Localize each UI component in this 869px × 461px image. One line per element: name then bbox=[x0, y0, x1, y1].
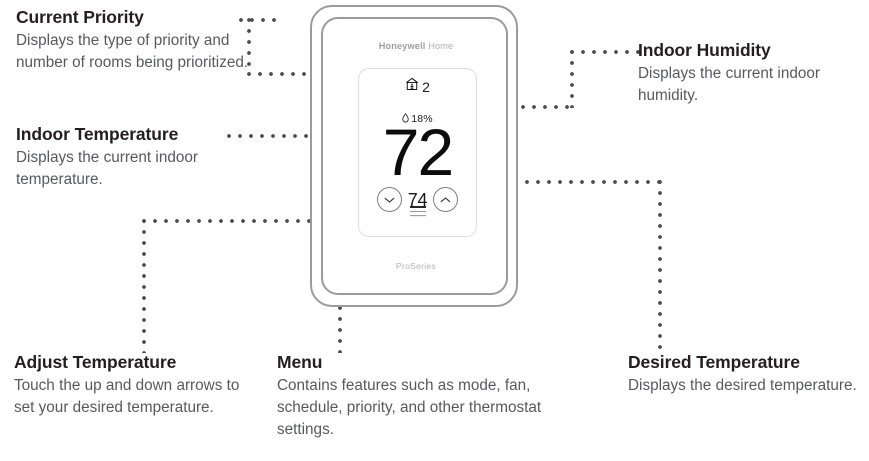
water-droplet-icon bbox=[402, 110, 409, 128]
increase-temperature-button[interactable] bbox=[433, 187, 459, 212]
callout-adjust-temperature-body: Touch the up and down arrows to set your… bbox=[14, 377, 240, 416]
leader-line-desired-temperature-v bbox=[658, 180, 662, 352]
callout-indoor-temperature: Indoor Temperature Displays the current … bbox=[16, 124, 266, 191]
indoor-temperature-value: 72 bbox=[382, 115, 454, 189]
honeywell-home-logo: Honeywell Home bbox=[310, 41, 522, 51]
priority-room-count: 2 bbox=[422, 78, 430, 95]
leader-line-indoor-humidity-v bbox=[570, 50, 574, 108]
setpoint-controls: 74 bbox=[359, 187, 476, 212]
brand-home: Home bbox=[428, 41, 454, 51]
menu-button[interactable] bbox=[359, 205, 476, 223]
callout-current-priority: Current Priority Displays the type of pr… bbox=[16, 7, 256, 74]
leader-line-current-priority-v bbox=[247, 18, 251, 74]
home-occupancy-icon bbox=[405, 77, 419, 96]
leader-line-current-priority-h bbox=[239, 18, 283, 22]
brand-honeywell: Honeywell bbox=[378, 41, 426, 51]
leader-line-adjust-temperature-h bbox=[142, 219, 454, 223]
callout-indoor-humidity-body: Displays the current indoor humidity. bbox=[638, 65, 820, 104]
callout-current-priority-title: Current Priority bbox=[16, 7, 144, 27]
device-model-label: ProSeries bbox=[396, 261, 436, 271]
callout-menu-title: Menu bbox=[277, 352, 323, 372]
callout-adjust-temperature: Adjust Temperature Touch the up and down… bbox=[14, 352, 260, 419]
leader-line-menu-v bbox=[338, 262, 342, 353]
thermostat-screen[interactable]: 2 18% 72 bbox=[358, 68, 477, 237]
indoor-humidity-value: 18% bbox=[411, 112, 433, 125]
leader-line-adjust-temperature-v bbox=[142, 219, 146, 353]
callout-desired-temperature-body: Displays the desired temperature. bbox=[628, 377, 857, 395]
callout-indoor-humidity-title: Indoor Humidity bbox=[638, 40, 771, 60]
chevron-down-icon bbox=[384, 191, 395, 209]
callout-indoor-temperature-body: Displays the current indoor temperature. bbox=[16, 149, 198, 188]
leader-line-indoor-temperature bbox=[227, 134, 392, 138]
chevron-up-icon bbox=[440, 191, 451, 209]
callout-indoor-humidity: Indoor Humidity Displays the current ind… bbox=[638, 40, 864, 107]
callout-desired-temperature: Desired Temperature Displays the desired… bbox=[628, 352, 869, 397]
callout-adjust-temperature-title: Adjust Temperature bbox=[14, 352, 177, 372]
thermostat-device: Honeywell Home 2 bbox=[310, 5, 522, 311]
hamburger-menu-icon bbox=[408, 205, 428, 223]
callout-desired-temperature-title: Desired Temperature bbox=[628, 352, 800, 372]
indoor-humidity-indicator: 18% bbox=[359, 110, 476, 128]
desired-temperature-value: 74 bbox=[407, 189, 428, 210]
decrease-temperature-button[interactable] bbox=[376, 187, 402, 212]
callout-current-priority-body: Displays the type of priority and number… bbox=[16, 32, 249, 71]
callout-indoor-temperature-title: Indoor Temperature bbox=[16, 124, 179, 144]
callout-menu: Menu Contains features such as mode, fan… bbox=[277, 352, 577, 440]
leader-line-indoor-humidity-h2 bbox=[570, 50, 640, 54]
leader-line-desired-temperature-h bbox=[404, 180, 662, 184]
current-priority-indicator[interactable]: 2 bbox=[359, 77, 476, 96]
callout-menu-body: Contains features such as mode, fan, sch… bbox=[277, 377, 542, 438]
